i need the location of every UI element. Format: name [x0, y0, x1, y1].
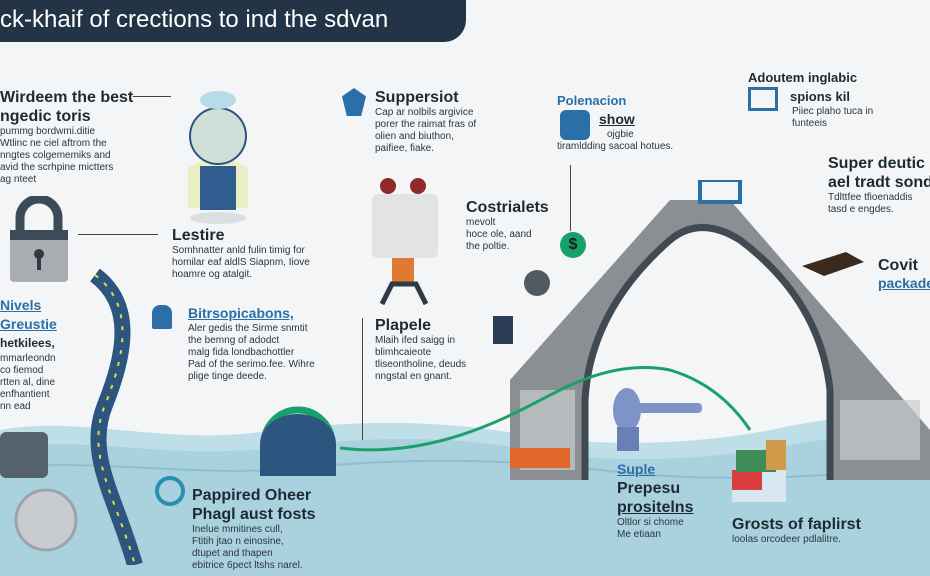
text: Oltlor si chome	[617, 517, 684, 528]
text: pummg bordwmi.ditie	[0, 126, 96, 137]
text: funteeis	[792, 118, 828, 129]
tree-globe-illustration	[188, 91, 248, 224]
robot-arm-illustration	[613, 388, 702, 451]
heading: Bitrsopicabons,	[188, 305, 294, 321]
columns-machine-illustration	[372, 178, 438, 306]
arch-structure	[510, 180, 930, 480]
heading: Adoutem inglabic	[748, 70, 858, 85]
package-box-illustration	[732, 440, 786, 502]
tag-icon	[493, 316, 513, 344]
connector	[78, 234, 158, 235]
text: ebitrice 6pect ltshs narel.	[192, 560, 303, 571]
text: Somhnatter anld fulin timig for	[172, 245, 305, 256]
city-dome-illustration	[260, 406, 336, 476]
text: Mlaih ifed saigg in	[375, 335, 456, 346]
heading: ael tradt sonda	[828, 174, 930, 191]
heading: Polenacion	[557, 93, 627, 108]
text: rtten al, dine	[0, 377, 56, 388]
text: mmarleondn	[0, 353, 56, 364]
text: homilar eaf aldlS Siapnm, Iiove	[172, 257, 310, 268]
text: tasd e engdes.	[828, 204, 894, 215]
text: dtupet and thapen	[192, 548, 273, 559]
packade-link[interactable]: packade	[878, 275, 930, 291]
cube-icon	[560, 110, 590, 140]
heading: Pappired Oheer	[192, 487, 312, 504]
heading: Covit	[878, 257, 918, 274]
dollar-icon: $	[560, 232, 586, 258]
text: loolas orcodeer pdlalitre.	[732, 534, 841, 545]
orange-sign	[510, 448, 570, 468]
heading: Super deutic	[828, 155, 925, 172]
text: mevolt	[466, 217, 496, 228]
heading: hetkilees,	[0, 336, 55, 350]
water-band	[0, 420, 930, 576]
page-title: ck-khaif of crections to ind the sdvan	[0, 6, 389, 33]
heading: Prepesu	[617, 480, 681, 497]
text: malg fida londbachottler	[188, 347, 295, 358]
coin-icon	[14, 488, 78, 552]
text: blimhcaieote	[375, 347, 432, 358]
green-flow-line	[340, 366, 752, 452]
heading: Wirdeem the best	[0, 89, 134, 106]
globe-icon	[155, 476, 185, 506]
text: hoamre og atalgit.	[172, 269, 253, 280]
text: Pad of the serimo.fee. Wihre	[188, 359, 315, 370]
tablet-device-illustration	[802, 252, 864, 276]
heading: show	[599, 111, 635, 127]
safe-icon	[0, 432, 48, 478]
text: Inelue mmitines cull,	[192, 524, 283, 535]
heading: Plapele	[375, 317, 432, 334]
text: Aler gedis the Sirme snmtit	[188, 323, 308, 334]
heading: Grosts of faplirst	[732, 516, 861, 533]
heading: Greustie	[0, 316, 57, 332]
text: olien and biuthon,	[375, 131, 454, 142]
bridge-icon	[698, 180, 742, 204]
text: co fiemod	[0, 365, 44, 376]
text: enfhantient	[0, 389, 50, 400]
text: the bemng of adodct	[188, 335, 280, 346]
text: porer the raimat fras of	[375, 119, 477, 130]
badge-icon	[524, 270, 550, 296]
heading: Nivels	[0, 297, 42, 313]
text: Ftitih jtao n einosine,	[192, 536, 284, 547]
monitor-icon	[748, 87, 778, 111]
heading: ngedic toris	[0, 108, 91, 125]
heading: Suppersiot	[375, 89, 459, 106]
text: tiramldding sacoal hotues.	[557, 141, 674, 152]
heading: Phagl aust fosts	[192, 506, 316, 523]
text: Cap ar nolbils argivice	[375, 107, 474, 118]
text: Piiec plaho tuca in	[792, 106, 874, 117]
text: Me etiaan	[617, 529, 661, 540]
text: nngstal en gnant.	[375, 371, 452, 382]
shield-icon	[342, 88, 366, 116]
text: tliseontholine, deuds	[375, 359, 467, 370]
text: Tdlttfee tfioenaddis	[828, 192, 913, 203]
text: nngtes colgememiks and	[0, 150, 111, 161]
heading: Lestire	[172, 227, 225, 244]
title-bar: ck-khaif of crections to ind the sdvan	[0, 0, 466, 42]
text: nn ead	[0, 401, 31, 412]
heading: prositelns	[617, 499, 694, 516]
text: paifiee, fiake.	[375, 143, 434, 154]
arrow-ribbon	[89, 268, 143, 565]
text: avid the scrhpine mictters	[0, 162, 114, 173]
suple-label: Suple	[617, 461, 656, 477]
heading: Costrialets	[466, 199, 549, 216]
text: ojgbie	[607, 129, 634, 140]
connector	[362, 318, 363, 440]
text: hoce ole, aand	[466, 229, 532, 240]
medical-icon	[152, 305, 172, 329]
text: Wtlinc ne ciel aftrom the	[0, 138, 107, 149]
connector	[570, 165, 571, 231]
text: plige tinge deede.	[188, 371, 267, 382]
lock-icon	[10, 196, 68, 282]
connector	[133, 96, 171, 97]
heading: spions kil	[790, 89, 850, 104]
text: ag nteet	[0, 174, 37, 185]
text: the poltie.	[466, 241, 510, 252]
